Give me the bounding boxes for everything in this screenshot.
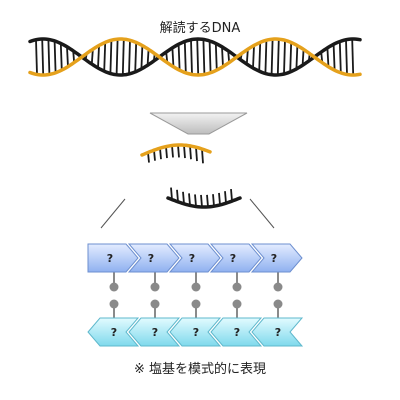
- base-pair-rung: [270, 39, 274, 75]
- base-chevron-top: [87, 243, 139, 273]
- base-unknown-label: ?: [189, 252, 195, 265]
- base-pair-rung: [283, 40, 286, 74]
- zoom-line-left: [100, 198, 126, 229]
- base-pair-rung: [289, 42, 293, 72]
- base-pair-rung: [53, 40, 57, 74]
- base-pair-rung: [121, 39, 125, 75]
- base-unknown-label: ?: [275, 326, 281, 339]
- base-pair-connector: [273, 272, 283, 318]
- base-pair-rung: [221, 46, 224, 68]
- base-pair-rung: [202, 39, 206, 75]
- base-pair-rung: [183, 41, 187, 73]
- base-unknown-label: ?: [148, 252, 154, 265]
- base-pair-connector: [109, 272, 119, 318]
- base-chevron-bottom: [87, 317, 140, 347]
- zoom-line-right: [249, 198, 275, 229]
- base-pair-rung: [301, 48, 305, 66]
- base-pair-rung: [66, 46, 69, 68]
- fragment-rung: [212, 194, 215, 207]
- fragment-rung: [189, 145, 192, 160]
- base-pair-rung: [252, 45, 255, 69]
- base-pair-rung: [196, 38, 200, 76]
- base-pair-connector: [232, 272, 242, 318]
- base-chevron-bottom: [251, 317, 304, 347]
- base-unknown-label: ?: [234, 326, 240, 339]
- base-chevron-bottom: [128, 317, 181, 347]
- fragment-rung: [176, 189, 179, 202]
- fragment-rung: [177, 144, 180, 158]
- fragment-rung: [195, 147, 198, 162]
- base-unknown-label: ?: [230, 252, 236, 265]
- base-pair-rung: [177, 44, 181, 70]
- base-pair-rung: [171, 47, 175, 67]
- base-pair-rung: [109, 40, 113, 74]
- base-pair-rung: [326, 47, 330, 67]
- helix-backbone-orange: [28, 37, 362, 77]
- top-base-row: ?????: [87, 243, 303, 273]
- base-chevron-top: [209, 243, 262, 273]
- down-arrow-icon: [149, 112, 248, 135]
- base-pair-rung: [128, 40, 131, 74]
- bottom-base-row: ?????: [87, 317, 304, 347]
- base-chevron-bottom: [169, 317, 222, 347]
- fragment-rung: [230, 189, 233, 202]
- strand-fragment-bottom: [166, 187, 242, 209]
- fragment-rung: [165, 146, 168, 159]
- base-pair-rung: [264, 40, 268, 74]
- base-pair-rung: [345, 39, 348, 75]
- base-pair-connector: [191, 272, 201, 318]
- fragment-rung: [206, 194, 209, 207]
- diagram-title: 解読するDNA: [159, 21, 241, 36]
- base-chevron-top: [250, 243, 303, 273]
- base-pair-rung: [59, 43, 63, 71]
- fragment-rung: [159, 148, 162, 160]
- helix-base-pairs: [35, 38, 355, 76]
- base-pair-rung: [90, 49, 94, 65]
- fragment-rung: [218, 192, 221, 205]
- base-unknown-label: ?: [193, 326, 199, 339]
- base-pair-rung: [351, 38, 355, 76]
- fragment-rung: [188, 193, 191, 206]
- base-pair-rung: [47, 39, 51, 75]
- fragment-rung: [171, 145, 174, 158]
- base-pair-connectors: [109, 272, 283, 318]
- base-pair-rung: [146, 48, 150, 66]
- fragment-rung: [182, 191, 185, 204]
- base-pair-rung: [245, 49, 249, 65]
- fragment-rung: [170, 187, 173, 200]
- fragment-rung: [224, 191, 227, 204]
- base-pair-rung: [190, 39, 193, 75]
- dna-double-helix: [28, 37, 362, 77]
- base-pair-rung: [258, 42, 262, 72]
- helix-backbone-black: [28, 37, 362, 77]
- base-pair-rung: [276, 39, 280, 75]
- fragment-rung: [201, 148, 204, 164]
- base-pair-rung: [140, 45, 144, 69]
- base-pair-connector: [150, 272, 160, 318]
- base-chevron-bottom: [210, 317, 263, 347]
- base-pair-rung: [103, 42, 107, 72]
- strand-fragment-top: [140, 143, 212, 164]
- footnote: ※ 塩基を模式的に表現: [133, 362, 267, 377]
- base-pair-rung: [115, 39, 119, 75]
- base-pair-rung: [97, 45, 100, 69]
- base-chevron-top: [168, 243, 221, 273]
- base-pair-rung: [295, 45, 299, 69]
- fragment-rung: [194, 194, 197, 207]
- fragment-rung: [183, 145, 186, 159]
- base-pair-rung: [41, 38, 45, 76]
- base-chevron-top: [127, 243, 180, 273]
- base-pair-rung: [214, 43, 218, 71]
- base-pair-rung: [208, 40, 212, 74]
- base-pair-rung: [134, 42, 138, 72]
- base-unknown-label: ?: [107, 252, 113, 265]
- base-pair-rung: [332, 44, 336, 70]
- base-pair-rung: [338, 41, 342, 73]
- base-unknown-label: ?: [271, 252, 277, 265]
- base-unknown-label: ?: [152, 326, 158, 339]
- base-unknown-label: ?: [111, 326, 117, 339]
- base-pair-rung: [35, 39, 38, 75]
- fragment-rung: [200, 194, 203, 208]
